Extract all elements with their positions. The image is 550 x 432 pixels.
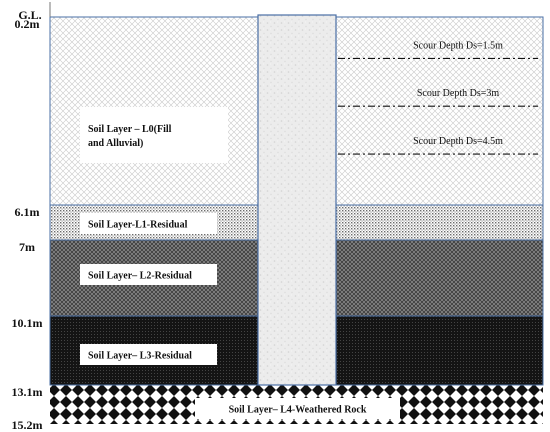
- depth-label: 7m: [19, 240, 35, 254]
- scour-depth-label: Scour Depth Ds=3m: [417, 88, 500, 99]
- layer-label-l0: Soil Layer – L0(Fill: [88, 124, 172, 135]
- depth-label: 13.1m: [12, 385, 43, 399]
- layer-label-box-l1: [80, 213, 217, 234]
- scour-depth-label: Scour Depth Ds=4.5m: [413, 136, 503, 147]
- pile: [257, 14, 337, 386]
- depth-label: 0.2m: [15, 17, 40, 31]
- pile-shaft: [257, 14, 337, 386]
- layer-label-box-l4: [195, 398, 400, 419]
- layer-label-l4: Soil Layer– L4-Weathered Rock: [229, 405, 367, 416]
- layer-label-box-l2: [80, 264, 217, 285]
- soil-layer-labels: Soil Layer – L0(Fill and Alluvial) Soil La…: [80, 107, 400, 419]
- depth-label: 10.1m: [12, 316, 43, 330]
- depth-label: 15.2m: [12, 418, 43, 432]
- layer-label-l1: Soil Layer-L1-Residual: [88, 220, 188, 231]
- scour-depth-label: Scour Depth Ds=1.5m: [413, 40, 503, 51]
- depth-labels: 0.2m 6.1m 7m 10.1m 13.1m 15.2m: [12, 17, 43, 432]
- layer-label-box-l3: [80, 344, 217, 365]
- layer-label-l3: Soil Layer– L3-Residual: [88, 351, 192, 362]
- depth-label: 6.1m: [15, 205, 40, 219]
- ground-level-label: G.L.: [18, 8, 41, 22]
- layer-label-box-l0: [80, 107, 228, 163]
- layer-label-l0: and Alluvial): [88, 138, 143, 149]
- layer-label-l2: Soil Layer– L2-Residual: [88, 271, 192, 282]
